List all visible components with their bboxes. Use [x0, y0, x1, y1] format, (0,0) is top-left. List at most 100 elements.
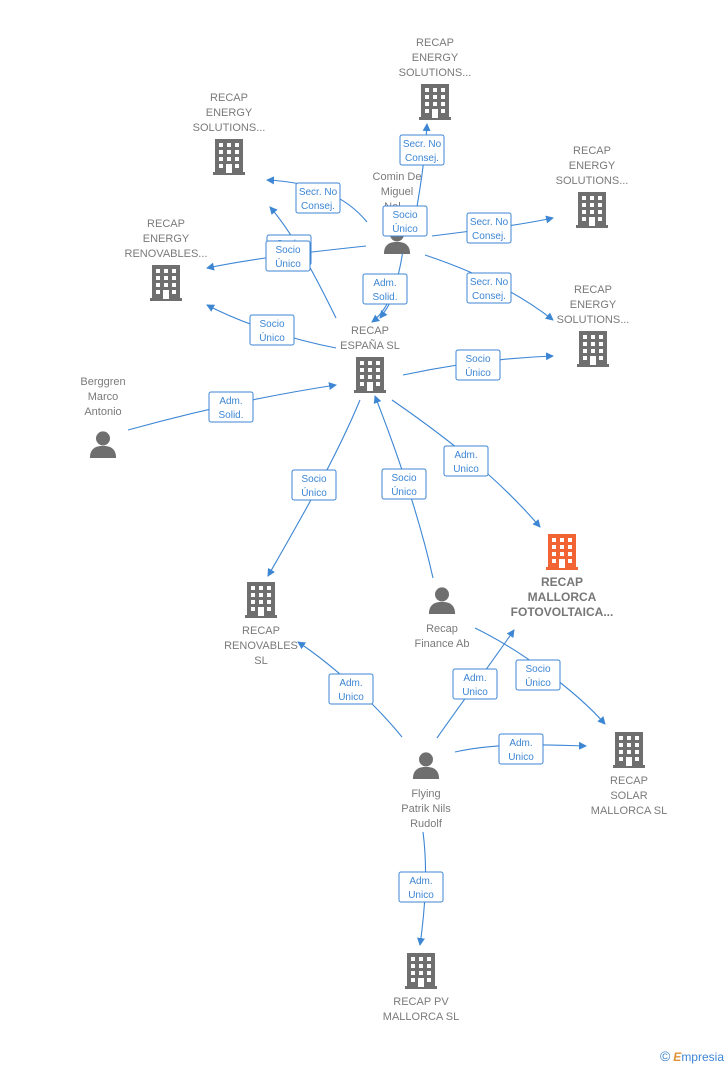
edge-label-e7[interactable]: Adm. Solid. — [362, 273, 408, 305]
edge-label-text: Adm. — [373, 278, 396, 289]
edge-label-text: Adm. — [339, 678, 362, 689]
node-esol_right2[interactable]: RECAP ENERGY SOLUTIONS... — [557, 284, 630, 367]
edge-label-e10[interactable]: Adm.Solid. — [208, 391, 254, 423]
edge-label-box — [208, 391, 254, 423]
edge-label-e2[interactable]: Secr. No Consej. — [399, 134, 445, 166]
edge-label-text: Único — [391, 485, 417, 498]
edge-label-text: Secr. No — [403, 139, 442, 150]
edge-label-text: Unico — [508, 752, 534, 763]
edge-label-text: Socio — [259, 319, 284, 330]
edge-label-box — [398, 871, 444, 903]
edge-label-box — [498, 733, 544, 765]
edge-label-box — [265, 240, 311, 272]
edge-label-text: Socio — [391, 473, 416, 484]
edge-label-text: Socio — [275, 245, 300, 256]
brand-name: mpresia — [681, 1050, 724, 1064]
edge-label-text: Socio — [392, 210, 417, 221]
edge-label-box — [382, 205, 428, 237]
edge-label-box — [328, 673, 374, 705]
edge-label-text: Único — [465, 366, 491, 379]
node-es[interactable]: RECAP ESPAÑA SL — [340, 325, 400, 393]
edge-label-text: Unico — [408, 890, 434, 901]
node-label: MALLORCA SL — [591, 805, 667, 817]
node-label: ENERGY — [570, 299, 617, 311]
node-esol_right1[interactable]: RECAP ENERGY SOLUTIONS... — [556, 145, 629, 228]
edge-label-box — [452, 668, 498, 700]
edge-label-text: Único — [301, 486, 327, 499]
node-esol_top[interactable]: RECAPENERGYSOLUTIONS... — [399, 37, 472, 120]
node-label: Recap — [426, 623, 458, 635]
node-label: RECAP — [541, 575, 583, 589]
edge-label-e17[interactable]: Adm. Unico — [452, 668, 498, 700]
edge-label-text: Adm. — [409, 876, 432, 887]
edge-label-e18[interactable]: Adm. Unico — [498, 733, 544, 765]
node-label: RECAP PV — [393, 996, 449, 1008]
edge-label-flying-pv[interactable]: Adm. Unico — [398, 871, 444, 903]
edge-label-text: Unico — [462, 687, 488, 698]
building-icon — [150, 265, 182, 301]
edge-label-e14[interactable]: Adm.Unico — [443, 445, 489, 477]
edge-label-text: Secr. No — [470, 217, 509, 228]
edge-label-text: Adm. — [463, 673, 486, 684]
node-label: SOLUTIONS... — [557, 314, 630, 326]
node-label: RECAP — [242, 625, 280, 637]
edge-label-box — [466, 212, 512, 244]
node-mfv[interactable]: RECAPMALLORCAFOTOVOLTAICA... — [511, 534, 614, 619]
node-label: RECAP — [573, 145, 611, 157]
edge-label-box — [515, 659, 561, 691]
person-icon — [428, 587, 456, 614]
edge-label-box — [362, 273, 408, 305]
node-label: RECAP — [416, 37, 454, 49]
node-label: SOLAR — [610, 790, 647, 802]
edge-label-text: Único — [392, 222, 418, 235]
building-icon — [546, 534, 578, 570]
edge-label-text: Consej. — [405, 153, 439, 164]
node-label: MALLORCA — [528, 590, 597, 604]
edge-label-text: Unico — [338, 692, 364, 703]
node-label: Patrik Nils — [401, 803, 451, 815]
building-icon — [419, 84, 451, 120]
edge-label-text: Adm. — [509, 738, 532, 749]
edge-label-text: Solid. — [372, 292, 397, 303]
edge-label-text: Adm. — [454, 450, 477, 461]
edge-label-box — [291, 469, 337, 501]
node-label: Berggren — [80, 376, 125, 388]
edge-label-text: Solid. — [218, 410, 243, 421]
person-icon — [412, 752, 440, 779]
node-label: ENERGY — [569, 160, 616, 172]
node-label: RECAP — [147, 218, 185, 230]
edge-label-text: Único — [525, 676, 551, 689]
node-label: RECAP — [210, 92, 248, 104]
node-label: SOLUTIONS... — [556, 175, 629, 187]
node-erenov[interactable]: RECAPENERGYRENOVABLES... — [125, 218, 208, 301]
node-esol_left[interactable]: RECAPENERGYSOLUTIONS... — [193, 92, 266, 175]
building-icon — [354, 357, 386, 393]
building-icon — [405, 953, 437, 989]
edge-label-box — [399, 134, 445, 166]
empresia-logo[interactable]: ©Empresia — [660, 1048, 724, 1064]
node-label: ESPAÑA SL — [340, 339, 400, 352]
edge-label-e15[interactable]: Adm. Unico — [328, 673, 374, 705]
edge-label-text: Socio — [301, 474, 326, 485]
node-label: ENERGY — [206, 107, 253, 119]
node-label: RECAP — [351, 325, 389, 337]
node-label: RECAP — [574, 284, 612, 296]
edge-label-box — [381, 468, 427, 500]
node-label: Marco — [88, 391, 119, 403]
